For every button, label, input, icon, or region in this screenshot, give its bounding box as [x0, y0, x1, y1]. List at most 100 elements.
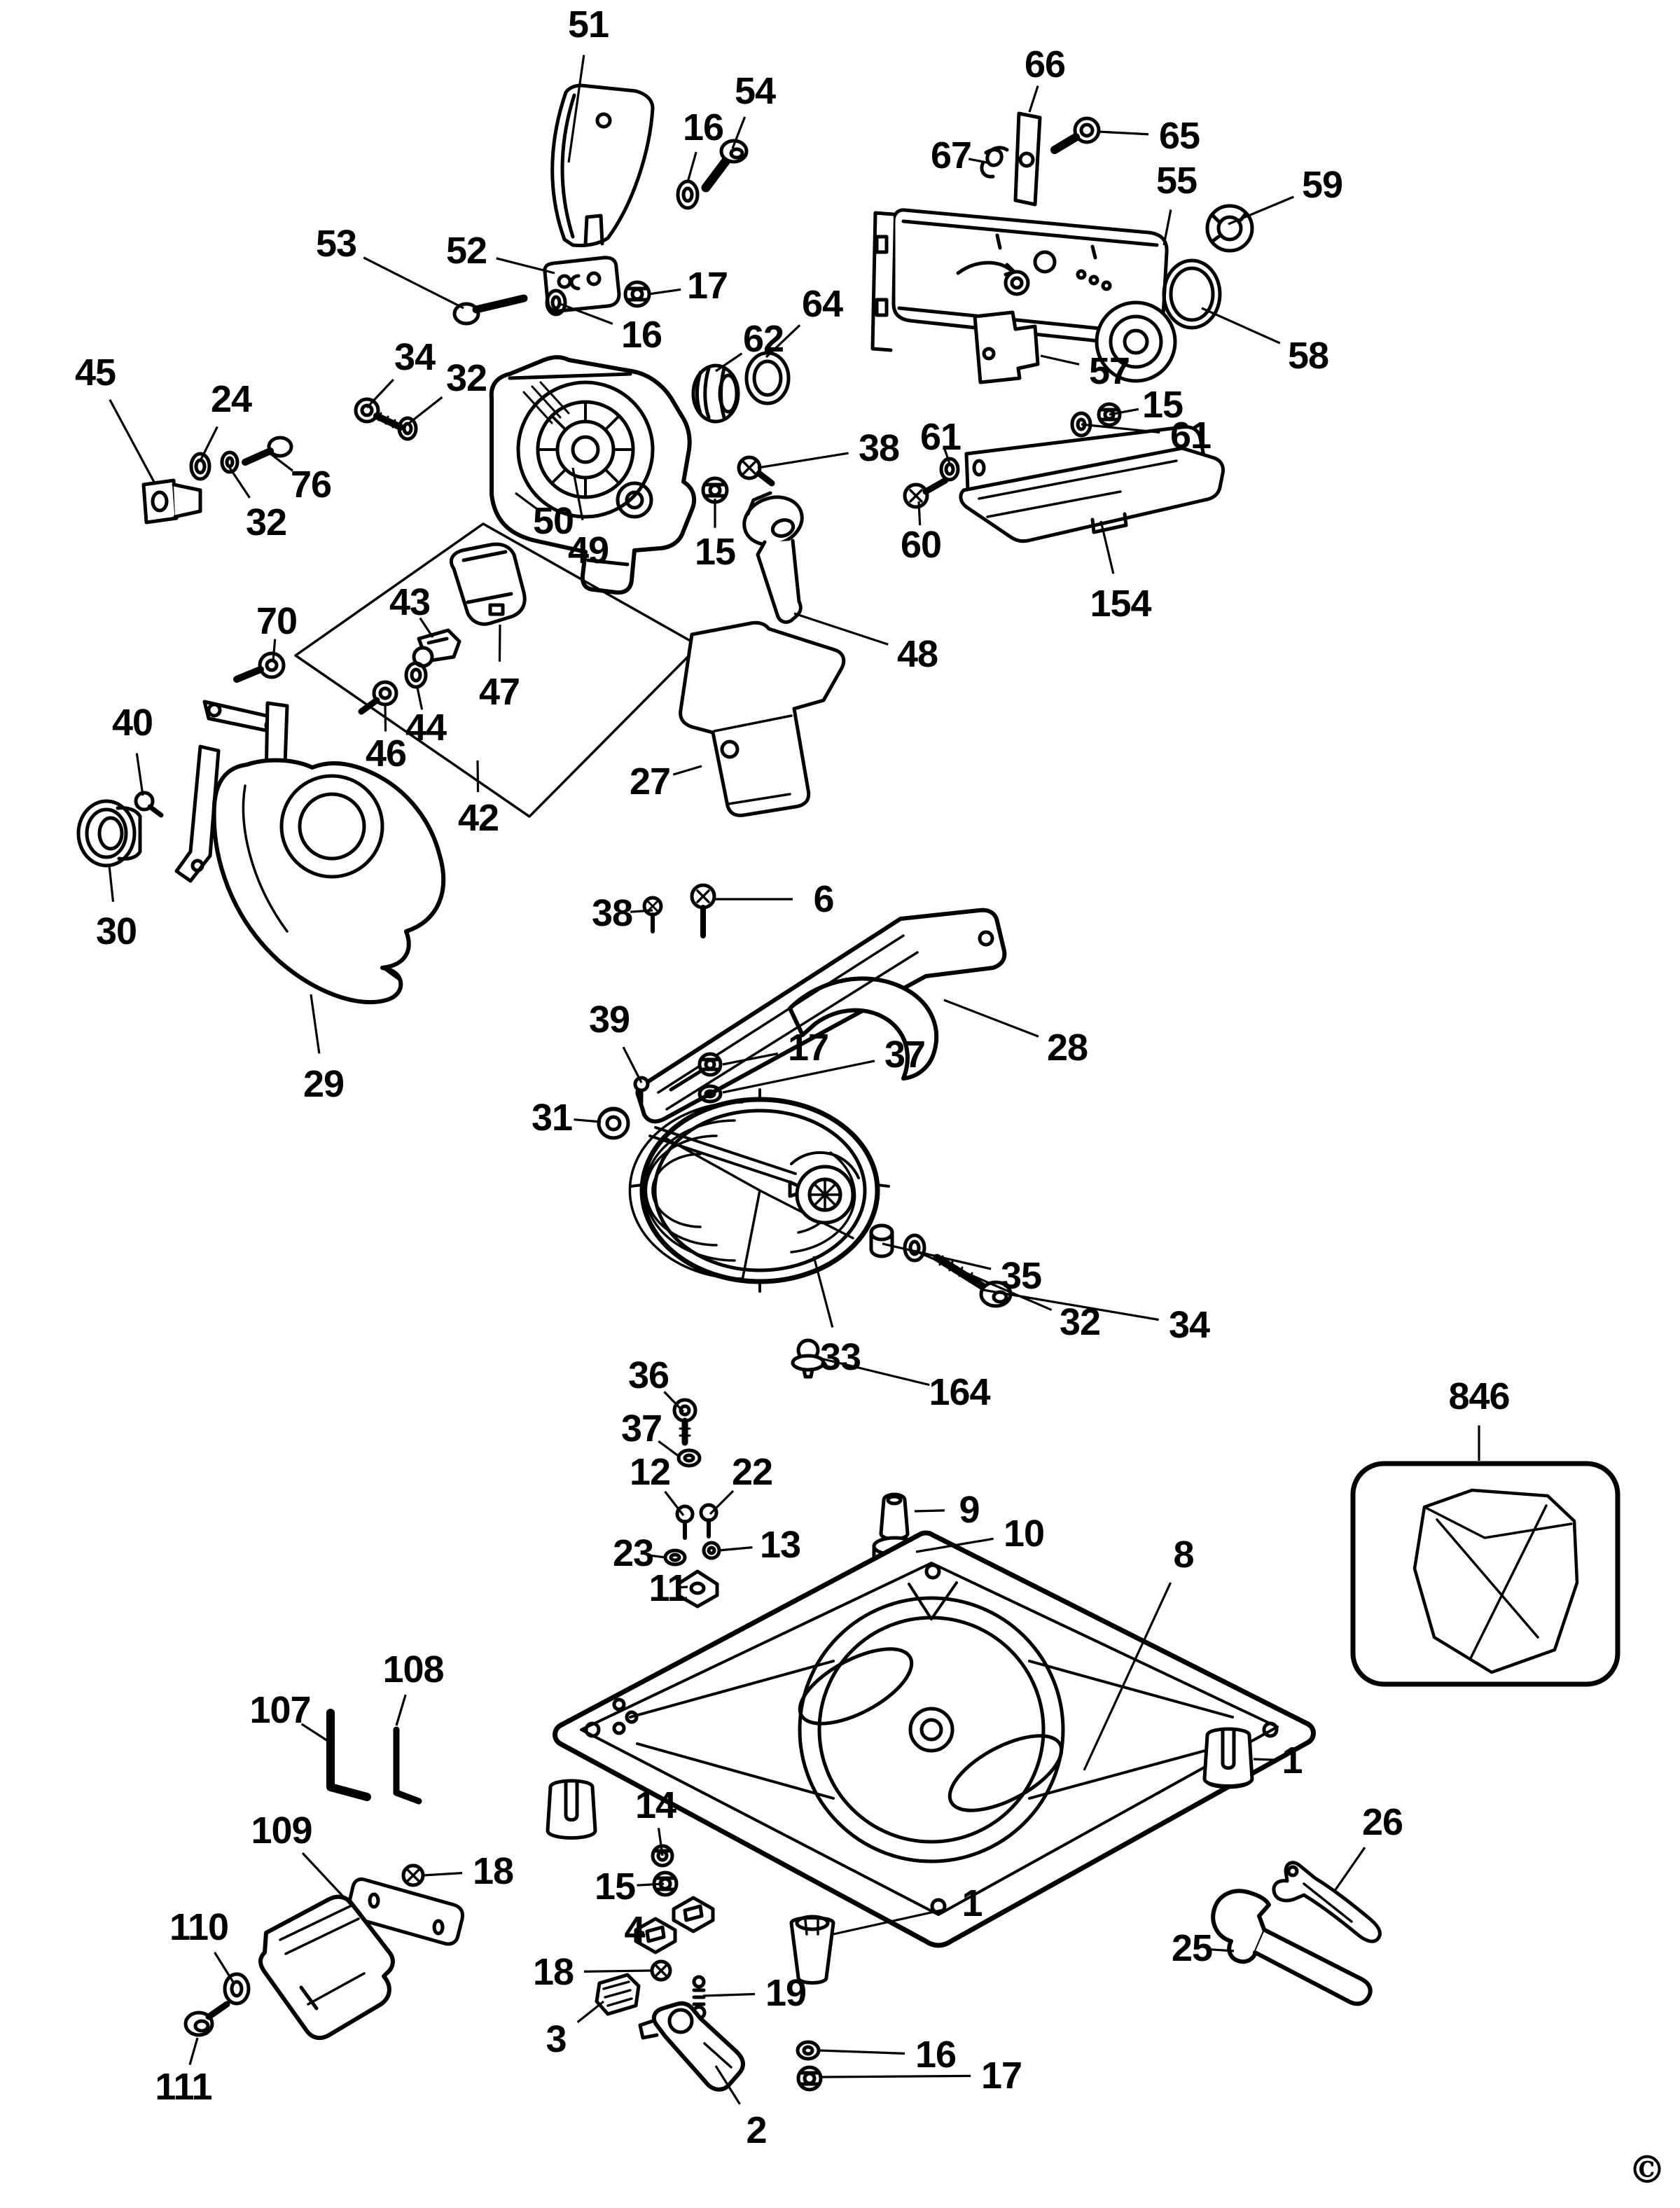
part-label-66-3: 66	[1024, 43, 1066, 85]
part-label-107-65: 107	[249, 1689, 311, 1731]
part-label-51-0: 51	[567, 4, 609, 46]
part-17-nut-arm	[697, 1052, 723, 1077]
part-2-latch	[638, 2001, 745, 2092]
part-26-spanner-tool	[1272, 1861, 1382, 1943]
leader-line-49-23	[571, 467, 584, 521]
part-label-8-63: 8	[1173, 1534, 1194, 1576]
part-label-15-73: 15	[594, 1866, 636, 1908]
part-label-48-31: 48	[896, 633, 938, 675]
leader-line-18-69	[422, 1872, 463, 1877]
part-label-39-44: 39	[588, 999, 630, 1041]
copyright-symbol: ©	[1628, 2147, 1666, 2192]
leader-line-23-58	[647, 1554, 666, 1559]
part-110-washer	[223, 1972, 251, 2006]
leader-line-110-70	[214, 1952, 235, 1984]
part-label-31-48: 31	[531, 1097, 573, 1139]
part-label-52-9: 52	[445, 230, 487, 272]
part-label-50-22: 50	[532, 500, 574, 542]
leader-line-8-63	[1083, 1582, 1172, 1771]
part-16-washer-bottom	[796, 2040, 821, 2061]
part-28-arm	[635, 908, 1007, 1124]
part-label-6-43: 6	[813, 878, 834, 920]
leader-line-64-12	[765, 324, 801, 359]
part-38-screw-arm	[642, 896, 663, 933]
leader-line-35-50	[882, 1242, 992, 1270]
leader-line-53-8	[363, 256, 464, 310]
leader-line-44-35	[416, 687, 424, 710]
part-label-54-1: 54	[734, 70, 776, 112]
leader-lines	[108, 55, 1480, 2105]
part-label-32-21: 32	[245, 501, 287, 543]
part-label-32-17: 32	[445, 357, 487, 399]
part-36-screw	[672, 1398, 697, 1446]
leader-line-32-21	[228, 467, 251, 499]
part-label-15-29: 15	[694, 531, 736, 573]
part-35-bushing	[869, 1223, 894, 1258]
leader-line-33-49	[812, 1256, 834, 1328]
leader-line-66-3	[1028, 85, 1039, 113]
part-label-19-77: 19	[765, 1972, 807, 2014]
leader-line-37-55	[658, 1440, 680, 1458]
leader-line-11-60	[676, 1585, 688, 1589]
part-label-29-40: 29	[303, 1063, 345, 1105]
leader-line-34-16	[366, 378, 394, 409]
part-17-nut-top	[623, 280, 651, 308]
leader-line-54-1	[731, 116, 747, 149]
part-label-25-82: 25	[1171, 1927, 1213, 1969]
part-1-foot-right	[1202, 1727, 1254, 1789]
part-66-plate	[1013, 111, 1042, 207]
leader-line-67-4	[968, 158, 991, 165]
part-70-screw	[233, 651, 286, 683]
part-label-27-41: 27	[629, 761, 671, 803]
part-label-23-58: 23	[612, 1532, 654, 1574]
part-39-screw	[633, 1076, 650, 1104]
part-33-turntable	[628, 1088, 890, 1293]
part-label-34-16: 34	[394, 336, 436, 378]
part-label-154-30: 154	[1090, 583, 1151, 625]
part-65-bolt	[1050, 116, 1101, 154]
leader-line-50-22	[515, 492, 537, 510]
leader-line-26-83	[1333, 1847, 1366, 1891]
part-51-guard-plate	[550, 83, 655, 247]
part-label-11-60: 11	[648, 1567, 688, 1609]
leader-line-2-78	[714, 2065, 741, 2105]
leader-line-28-47	[943, 999, 1039, 1038]
part-label-44-35: 44	[405, 707, 447, 749]
part-64-ring	[744, 351, 791, 405]
part-label-59-7: 59	[1301, 164, 1343, 206]
part-57-bracket	[973, 310, 1040, 384]
part-76-bolt	[242, 436, 293, 466]
part-label-30-39: 30	[95, 910, 137, 952]
leader-line-25-82	[1210, 1948, 1235, 1952]
part-label-64-12: 64	[801, 283, 843, 325]
leader-line-17-10	[648, 288, 681, 296]
leader-line-38-42	[630, 909, 653, 913]
leader-line-45-19	[109, 398, 157, 485]
part-12-screw	[675, 1504, 695, 1540]
leader-line-16-11	[560, 303, 613, 325]
part-label-111-71: 111	[155, 2066, 212, 2108]
part-label-70-32: 70	[256, 600, 298, 642]
part-label-38-42: 38	[591, 892, 633, 934]
part-label-61-25: 61	[1169, 415, 1212, 457]
leader-line-76-20	[270, 452, 293, 472]
leader-line-36-54	[663, 1391, 685, 1413]
part-label-60-28: 60	[900, 524, 942, 566]
leader-line-38-26	[757, 452, 849, 469]
leader-line-62-13	[715, 352, 743, 373]
leader-line-107-65	[300, 1723, 328, 1742]
leader-line-3-76	[576, 2000, 604, 2023]
part-55-side-panel	[870, 208, 1177, 383]
part-label-17-10: 17	[686, 265, 728, 307]
part-45-square-nut	[141, 478, 202, 525]
part-label-16-79: 16	[915, 2034, 957, 2076]
part-label-33-49: 33	[819, 1336, 861, 1378]
leader-line-37-46	[722, 1060, 875, 1094]
part-37-washer-low	[676, 1448, 702, 1468]
part-label-18-69: 18	[472, 1850, 514, 1892]
part-32-washer-left2	[220, 450, 239, 474]
part-label-108-66: 108	[382, 1648, 444, 1690]
part-label-12-56: 12	[629, 1451, 671, 1493]
part-label-36-54: 36	[627, 1354, 669, 1396]
